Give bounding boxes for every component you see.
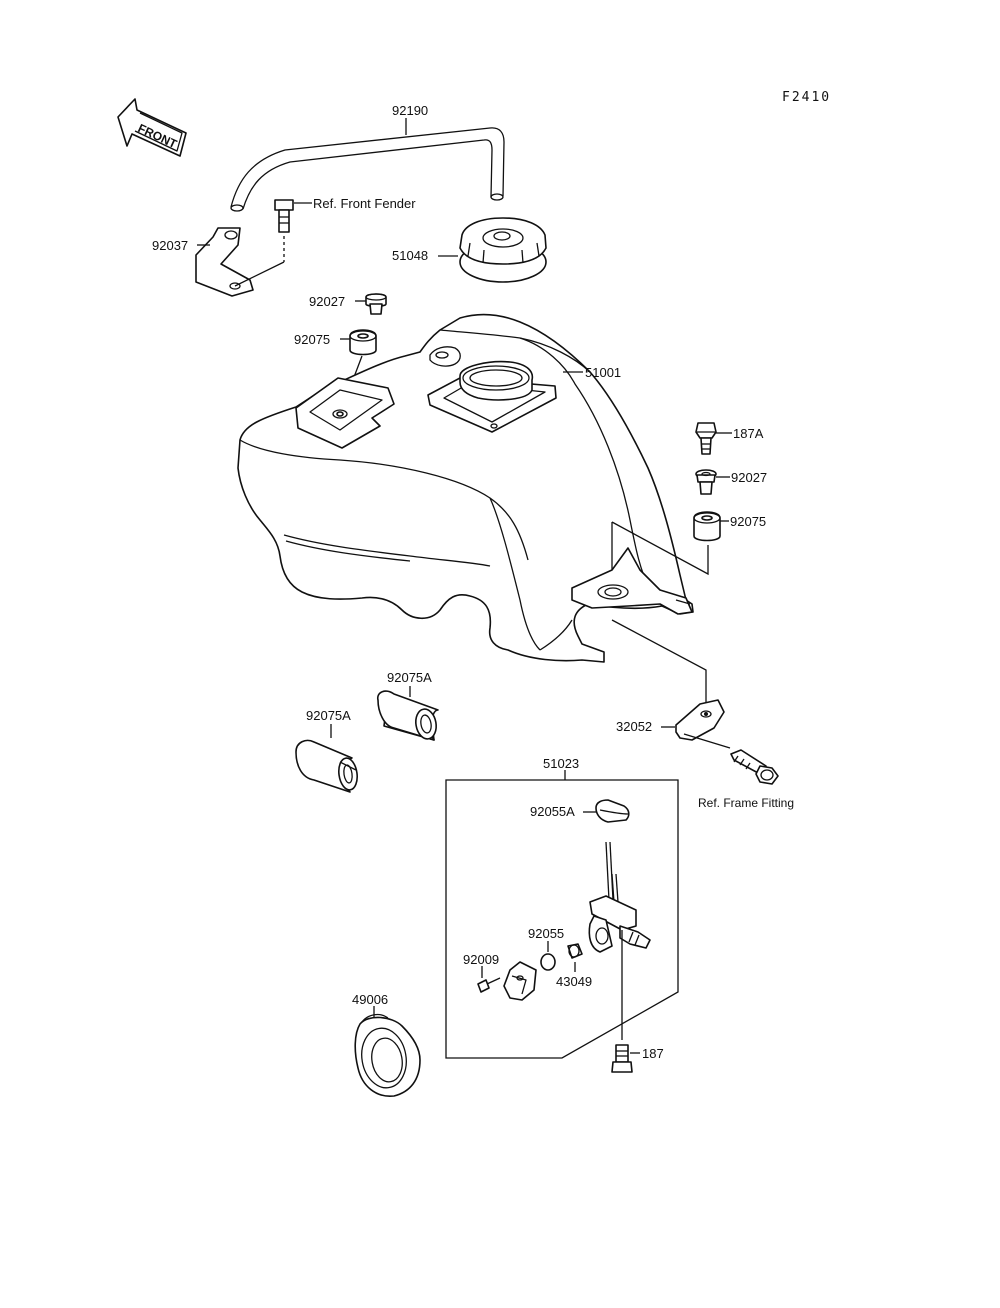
callout-51048: 51048	[392, 248, 428, 263]
o-ring-92055	[540, 953, 556, 971]
callout-187: 187	[642, 1046, 664, 1061]
callout-92027-right: 92027	[731, 470, 767, 485]
callout-92037: 92037	[152, 238, 188, 253]
fuel-cock-valve	[588, 841, 651, 1040]
callout-92055A: 92055A	[530, 804, 575, 819]
grommet-92075-right	[693, 511, 721, 542]
callout-92075-top: 92075	[294, 332, 330, 347]
packing-43049	[567, 943, 583, 959]
collar-92027-top	[365, 293, 387, 315]
bracket-92037	[195, 227, 285, 297]
bracket-32052	[675, 699, 731, 749]
callout-51001: 51001	[585, 365, 621, 380]
screw-92009	[477, 977, 501, 993]
alignment-line-right-upper	[611, 521, 709, 576]
callout-92075A-lower: 92075A	[306, 708, 351, 723]
filter-92055A	[595, 799, 630, 823]
breather-hose-92190	[230, 127, 505, 212]
callout-92190: 92190	[392, 103, 428, 118]
alignment-line-right-lower	[611, 619, 707, 712]
callout-43049: 43049	[556, 974, 592, 989]
fuel-cock-lever	[503, 961, 537, 1001]
bushing-92075A-lower	[295, 739, 358, 793]
callout-92027-top: 92027	[309, 294, 345, 309]
fuel-cap-51048	[459, 217, 547, 283]
figure-code: F2410	[782, 90, 831, 105]
bushing-92075A-upper	[376, 690, 439, 741]
callout-92075A-upper: 92075A	[387, 670, 432, 685]
callout-ref-front-fender: Ref. Front Fender	[313, 196, 416, 211]
frame-fitting-bolt	[730, 749, 779, 785]
collar-92027-right	[695, 469, 717, 495]
callout-92055: 92055	[528, 926, 564, 941]
callout-92009: 92009	[463, 952, 499, 967]
callout-32052: 32052	[616, 719, 652, 734]
fuel-tank-51001	[237, 313, 694, 663]
bolt-187A	[695, 422, 717, 455]
callout-187A: 187A	[733, 426, 764, 441]
fender-bolt	[274, 199, 294, 262]
callout-ref-frame-fitting: Ref. Frame Fitting	[698, 796, 794, 810]
front-direction-arrow: FRONT	[117, 98, 187, 157]
callout-49006: 49006	[352, 992, 388, 1007]
fuel-cock-assembly-box-51023	[445, 779, 679, 1059]
bolt-187	[611, 1044, 633, 1073]
callout-51023: 51023	[543, 756, 579, 771]
callout-92075-right: 92075	[730, 514, 766, 529]
boot-49006	[354, 1013, 421, 1097]
